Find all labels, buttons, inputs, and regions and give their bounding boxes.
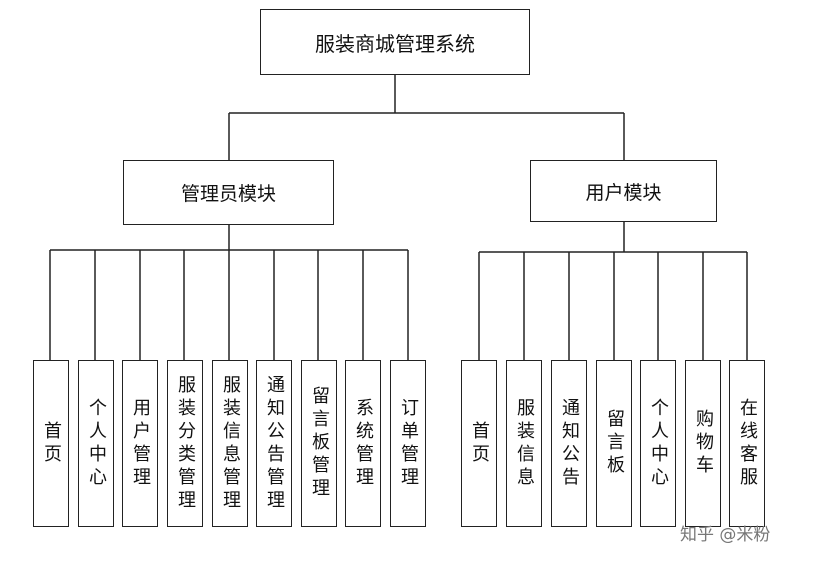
admin-leaf-node: 留言板管理: [301, 360, 337, 527]
user-leaf-node: 在线客服: [729, 360, 765, 527]
admin-leaf-node: 服装分类管理: [167, 360, 203, 527]
admin-leaf-node: 个人中心: [78, 360, 114, 527]
user-leaf-node: 服装信息: [506, 360, 542, 527]
admin-leaf-label: 用户管理: [130, 397, 151, 490]
root-node: 服装商城管理系统: [260, 9, 530, 75]
user-leaf-label: 首页: [469, 420, 490, 467]
admin-leaf-node: 首页: [33, 360, 69, 527]
watermark: 知乎 @米粉: [680, 525, 771, 545]
user-leaf-node: 个人中心: [640, 360, 676, 527]
admin-leaf-label: 通知公告管理: [264, 374, 285, 513]
admin-leaf-node: 订单管理: [390, 360, 426, 527]
user-leaf-label: 服装信息: [514, 397, 535, 490]
admin-leaf-node: 通知公告管理: [256, 360, 292, 527]
admin-leaf-label: 服装分类管理: [175, 374, 196, 513]
user-leaf-node: 留言板: [596, 360, 632, 527]
user-leaf-label: 购物车: [693, 409, 714, 478]
user-module-label: 用户模块: [585, 181, 662, 204]
admin-module-label: 管理员模块: [180, 183, 276, 205]
user-module-node: 用户模块: [530, 160, 717, 222]
admin-leaf-label: 首页: [41, 420, 62, 467]
admin-module-node: 管理员模块: [123, 160, 334, 225]
admin-leaf-label: 系统管理: [353, 397, 374, 490]
admin-leaf-label: 个人中心: [86, 397, 107, 490]
user-leaf-node: 首页: [461, 360, 497, 527]
user-leaf-label: 通知公告: [559, 397, 580, 490]
user-leaf-node: 通知公告: [551, 360, 587, 527]
root-node-label: 服装商城管理系统: [315, 31, 475, 56]
admin-leaf-label: 留言板管理: [309, 386, 330, 501]
user-leaf-label: 留言板: [604, 409, 625, 478]
admin-leaf-node: 用户管理: [122, 360, 158, 527]
admin-leaf-node: 系统管理: [345, 360, 381, 527]
admin-leaf-label: 订单管理: [398, 397, 419, 490]
admin-leaf-node: 服装信息管理: [212, 360, 248, 527]
user-leaf-label: 个人中心: [648, 397, 669, 490]
user-leaf-node: 购物车: [685, 360, 721, 527]
admin-leaf-label: 服装信息管理: [220, 374, 241, 513]
user-leaf-label: 在线客服: [737, 397, 758, 490]
